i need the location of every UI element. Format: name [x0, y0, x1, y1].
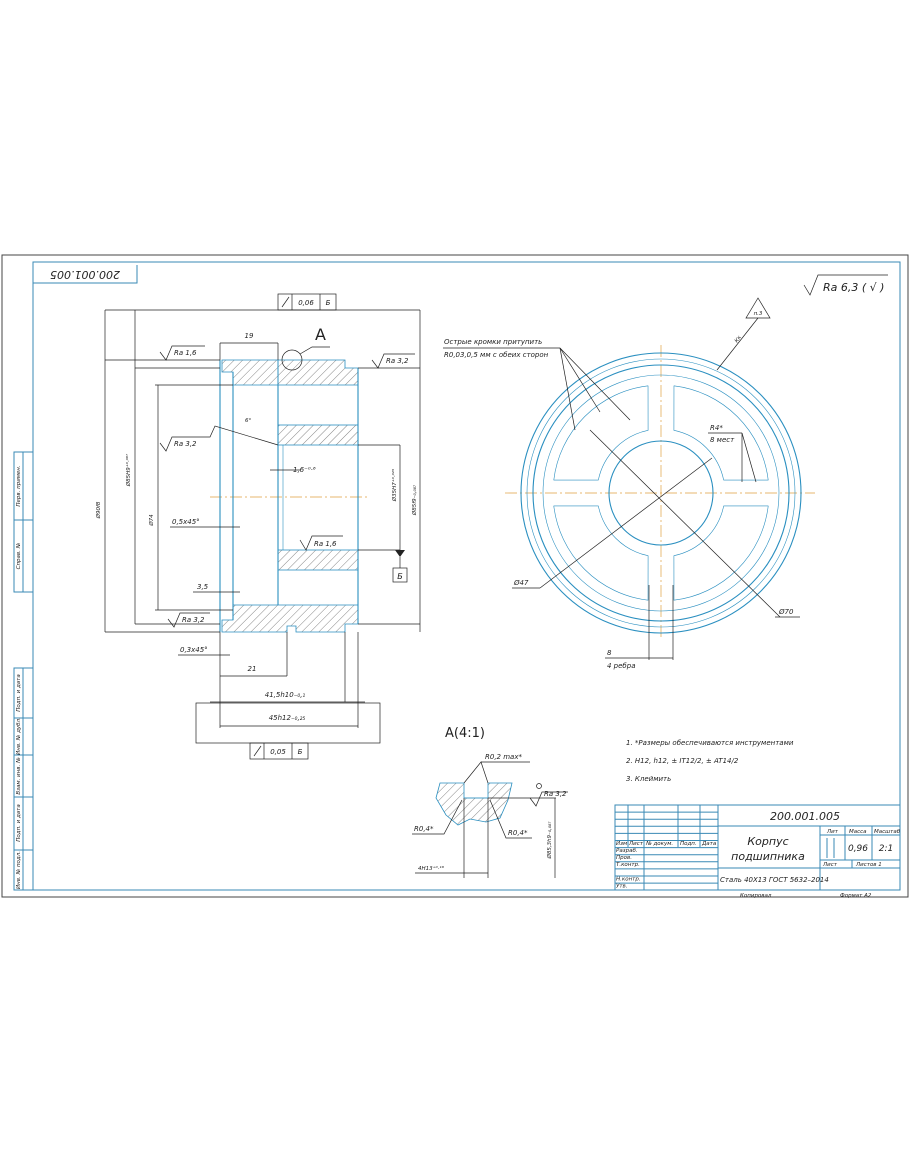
- dim-3-5: 3,5: [197, 583, 209, 591]
- general-roughness-text: Ra 6,3 ( √ ): [823, 281, 884, 294]
- tb-mass: 0,96: [848, 844, 868, 854]
- spoke-window: [673, 385, 769, 481]
- dim-45: 45h12₋₀,₂₅: [269, 714, 306, 722]
- detail-mark: A: [315, 325, 326, 344]
- tb-role: Т.контр.: [616, 862, 640, 868]
- detail-title: A(4:1): [445, 726, 485, 741]
- tb-scale-label: Масштаб: [874, 829, 901, 835]
- rib-count: 4 ребра: [607, 662, 635, 670]
- stamp-number: 200.001.005: [50, 268, 120, 281]
- tb-role: Н.контр.: [616, 876, 641, 882]
- general-roughness: Ra 6,3 ( √ ): [803, 274, 888, 296]
- detail-dia: Ø85,3h9₋₀,₀₈₇: [546, 821, 553, 860]
- dim-dia-70: Ø70: [778, 608, 794, 616]
- runout-value: 0,05: [270, 748, 286, 756]
- strip-label: Подп. и дата: [16, 674, 22, 712]
- note: 3. Клеймить: [626, 775, 671, 783]
- dim-1-6: 1,6⁻⁰·⁶: [293, 466, 316, 474]
- tb-header: Лист: [628, 841, 644, 847]
- dim-41-5: 41,5h10₋₀,₁: [265, 691, 306, 699]
- technical-notes: 1. *Размеры обеспечиваются инструментами…: [626, 739, 794, 783]
- roughness-mark: Ra 3,2: [386, 357, 409, 365]
- detail-roughness: Ra 3,2: [544, 790, 567, 798]
- detail-r04-left: R0,4*: [414, 825, 434, 833]
- dim-dia-85h9: Ø85H9⁺⁰·⁰⁸⁷: [125, 453, 132, 487]
- tb-lit: Лит: [826, 829, 839, 835]
- detail-r02: R0,2 max*: [485, 753, 522, 761]
- tb-header: № докум.: [645, 841, 673, 847]
- runout-value: 0,06: [298, 299, 314, 307]
- front-view: Острые кромки притупить R0,03,0,5 мм с о…: [443, 297, 815, 670]
- strip-label: Инв. № подл.: [16, 851, 22, 889]
- top-stamp: 200.001.005: [33, 265, 138, 284]
- dim-dia-35: Ø35H7⁺⁰·⁰²⁵: [391, 469, 398, 502]
- section-view: A Б Ø90f8 Ø85H9⁺⁰·⁰⁸⁷ Ø74 Ø35H7⁺⁰·⁰²⁵ Ø8…: [95, 293, 421, 760]
- radius-label: R4*: [710, 424, 723, 432]
- tb-sheets: Листов 1: [855, 862, 882, 868]
- dim-chamfer-03: 0,3x45°: [180, 646, 208, 654]
- dim-dia-74: Ø74: [148, 514, 155, 527]
- tb-name: подшипника: [731, 850, 805, 863]
- tb-copied: Копировал: [740, 893, 772, 899]
- strip-label: Подп. и дата: [16, 804, 22, 842]
- title-block: 200.001.005 Корпус подшипника Сталь 40Х1…: [614, 804, 901, 899]
- tb-sheet: Лист: [822, 862, 838, 868]
- edge-note: Острые кромки притупить: [444, 338, 542, 346]
- datum-label: Б: [397, 572, 403, 581]
- weld-ref: п.3: [754, 311, 763, 317]
- roughness-mark: Ra 1,6: [314, 540, 337, 548]
- spoke-window: [553, 505, 649, 601]
- angle-label: 6°: [245, 418, 251, 424]
- dim-19: 19: [245, 332, 254, 340]
- detail-r04-right: R0,4*: [508, 829, 528, 837]
- dim-dia-90: Ø90f8: [95, 501, 102, 519]
- detail-groove: 4H13⁺⁰·¹⁸: [418, 865, 445, 872]
- radius-count: 8 мест: [710, 436, 735, 444]
- detail-view: A(4:1) R0,2 max* Ra 3,2 R0,4* R0,4* 4H13…: [412, 726, 568, 878]
- dim-dia-85f9: Ø85f9₋₀,₀₈₇: [411, 484, 418, 516]
- strip-label: Взам. инв. №: [16, 757, 22, 795]
- runout-datum: Б: [298, 748, 303, 756]
- runout-frame-top: 0,06 Б: [277, 293, 337, 311]
- tb-role: Пров.: [616, 855, 632, 861]
- dim-dia-47: Ø47: [513, 579, 529, 587]
- note: 1. *Размеры обеспечиваются инструментами: [626, 739, 794, 747]
- tb-format: Формат A2: [840, 893, 872, 899]
- note: 2. H12, h12, ± IT12/2, ± AT14/2: [626, 757, 739, 765]
- weld-mark: Кк: [734, 334, 744, 344]
- sheet-edge: [1, 254, 909, 898]
- roughness-mark: Ra 3,2: [182, 616, 205, 624]
- roughness-mark: Ra 1,6: [174, 349, 197, 357]
- detail-a-circle: [281, 349, 303, 371]
- dim-21: 21: [248, 665, 257, 673]
- edge-note: R0,03,0,5 мм с обеих сторон: [444, 351, 549, 359]
- tb-header: Изм: [616, 841, 627, 847]
- tb-number: 200.001.005: [770, 810, 840, 823]
- tb-name: Корпус: [747, 835, 788, 848]
- dim-rib-width: 8: [607, 649, 612, 657]
- tb-header: Подп.: [680, 841, 697, 847]
- runout-datum: Б: [326, 299, 331, 307]
- dim-chamfer-05: 0,5x45°: [172, 518, 200, 526]
- runout-frame-bottom: 0,05 Б: [249, 742, 309, 760]
- tb-mass-label: Масса: [849, 829, 867, 835]
- tb-header: Дата: [701, 841, 717, 847]
- tb-material: Сталь 40Х13 ГОСТ 5632–2014: [720, 876, 829, 884]
- tb-scale: 2:1: [879, 844, 893, 854]
- tb-role: Утв.: [616, 884, 628, 890]
- strip-label: Перв. примен.: [16, 465, 22, 507]
- roughness-mark: Ra 3,2: [174, 440, 197, 448]
- strip-label: Справ. №: [16, 542, 22, 569]
- side-strip: Перв. примен. Справ. № Подп. и дата Инв.…: [13, 451, 34, 891]
- spoke-window: [673, 505, 769, 601]
- spoke-window: [553, 385, 649, 481]
- strip-label: Инв. № дубл.: [16, 717, 22, 755]
- tb-role: Разраб.: [616, 848, 638, 854]
